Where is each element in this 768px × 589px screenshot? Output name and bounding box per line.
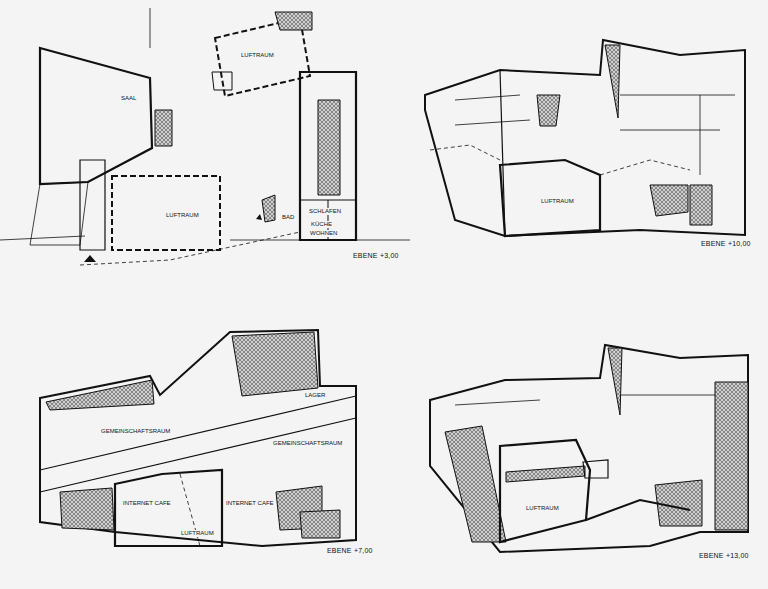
room-label: SCHLAFEN — [308, 208, 342, 215]
room-label: INTERNET CAFE — [122, 500, 172, 507]
room-label: LUFTRAUM — [525, 505, 560, 512]
room-label: GEMEINSCHAFTSRAUM — [100, 428, 171, 435]
level-label: EBENE +10,00 — [700, 240, 752, 248]
level-label: EBENE +13,00 — [698, 552, 750, 560]
room-label: INTERNET CAFE — [225, 500, 275, 507]
room-label: SAAL — [120, 95, 137, 102]
room-label: LUFTRAUM — [180, 530, 215, 537]
room-label: KÜCHE — [310, 221, 333, 228]
room-label: LUFTRAUM — [540, 198, 575, 205]
level-label: EBENE +7,00 — [326, 547, 374, 555]
room-label: WOHNEN — [309, 230, 338, 237]
room-label: BAD — [281, 214, 295, 221]
room-label: GEMEINSCHAFTSRAUM — [272, 440, 343, 447]
room-label: LAGER — [304, 392, 326, 399]
level-label: EBENE +3,00 — [352, 252, 400, 260]
room-label: LUFTRAUM — [165, 212, 200, 219]
room-label: LUFTRAUM — [240, 52, 275, 59]
